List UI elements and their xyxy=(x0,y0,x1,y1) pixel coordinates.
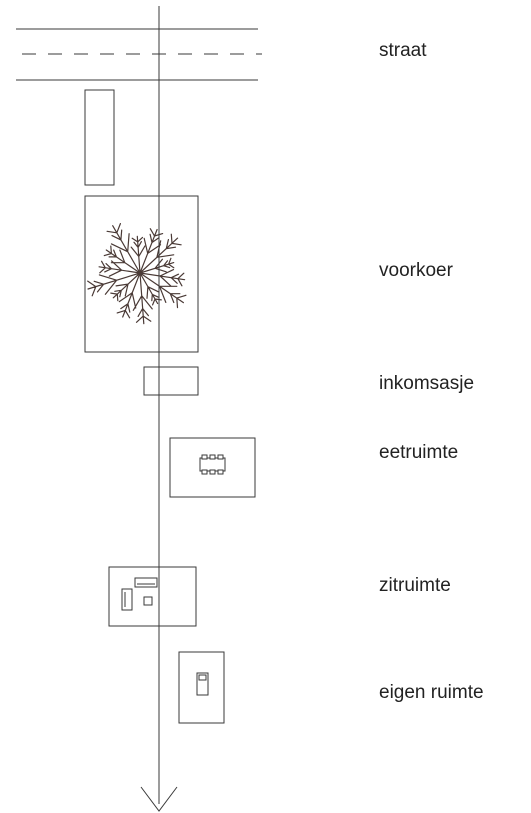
entrance-box xyxy=(143,366,199,396)
label-eetruimte: eetruimte xyxy=(379,442,458,463)
sofa-set-icon xyxy=(121,577,158,611)
dining-area xyxy=(169,437,256,498)
label-zitruimte: zitruimte xyxy=(379,575,451,596)
sitting-area xyxy=(108,566,197,627)
route-arrowhead xyxy=(140,786,178,812)
tree-branches xyxy=(87,223,187,325)
label-voorkoer: voorkoer xyxy=(379,260,454,281)
street xyxy=(16,28,262,81)
label-inkomsasje: inkomsasje xyxy=(379,373,474,394)
label-straat: straat xyxy=(379,40,427,61)
bed-icon xyxy=(196,672,209,696)
tree-icon xyxy=(87,223,187,325)
side-strip xyxy=(84,89,115,186)
label-eigen-ruimte: eigen ruimte xyxy=(379,682,484,703)
dining-table-icon xyxy=(199,454,226,475)
front-yard xyxy=(84,195,199,353)
private-room xyxy=(178,651,225,724)
